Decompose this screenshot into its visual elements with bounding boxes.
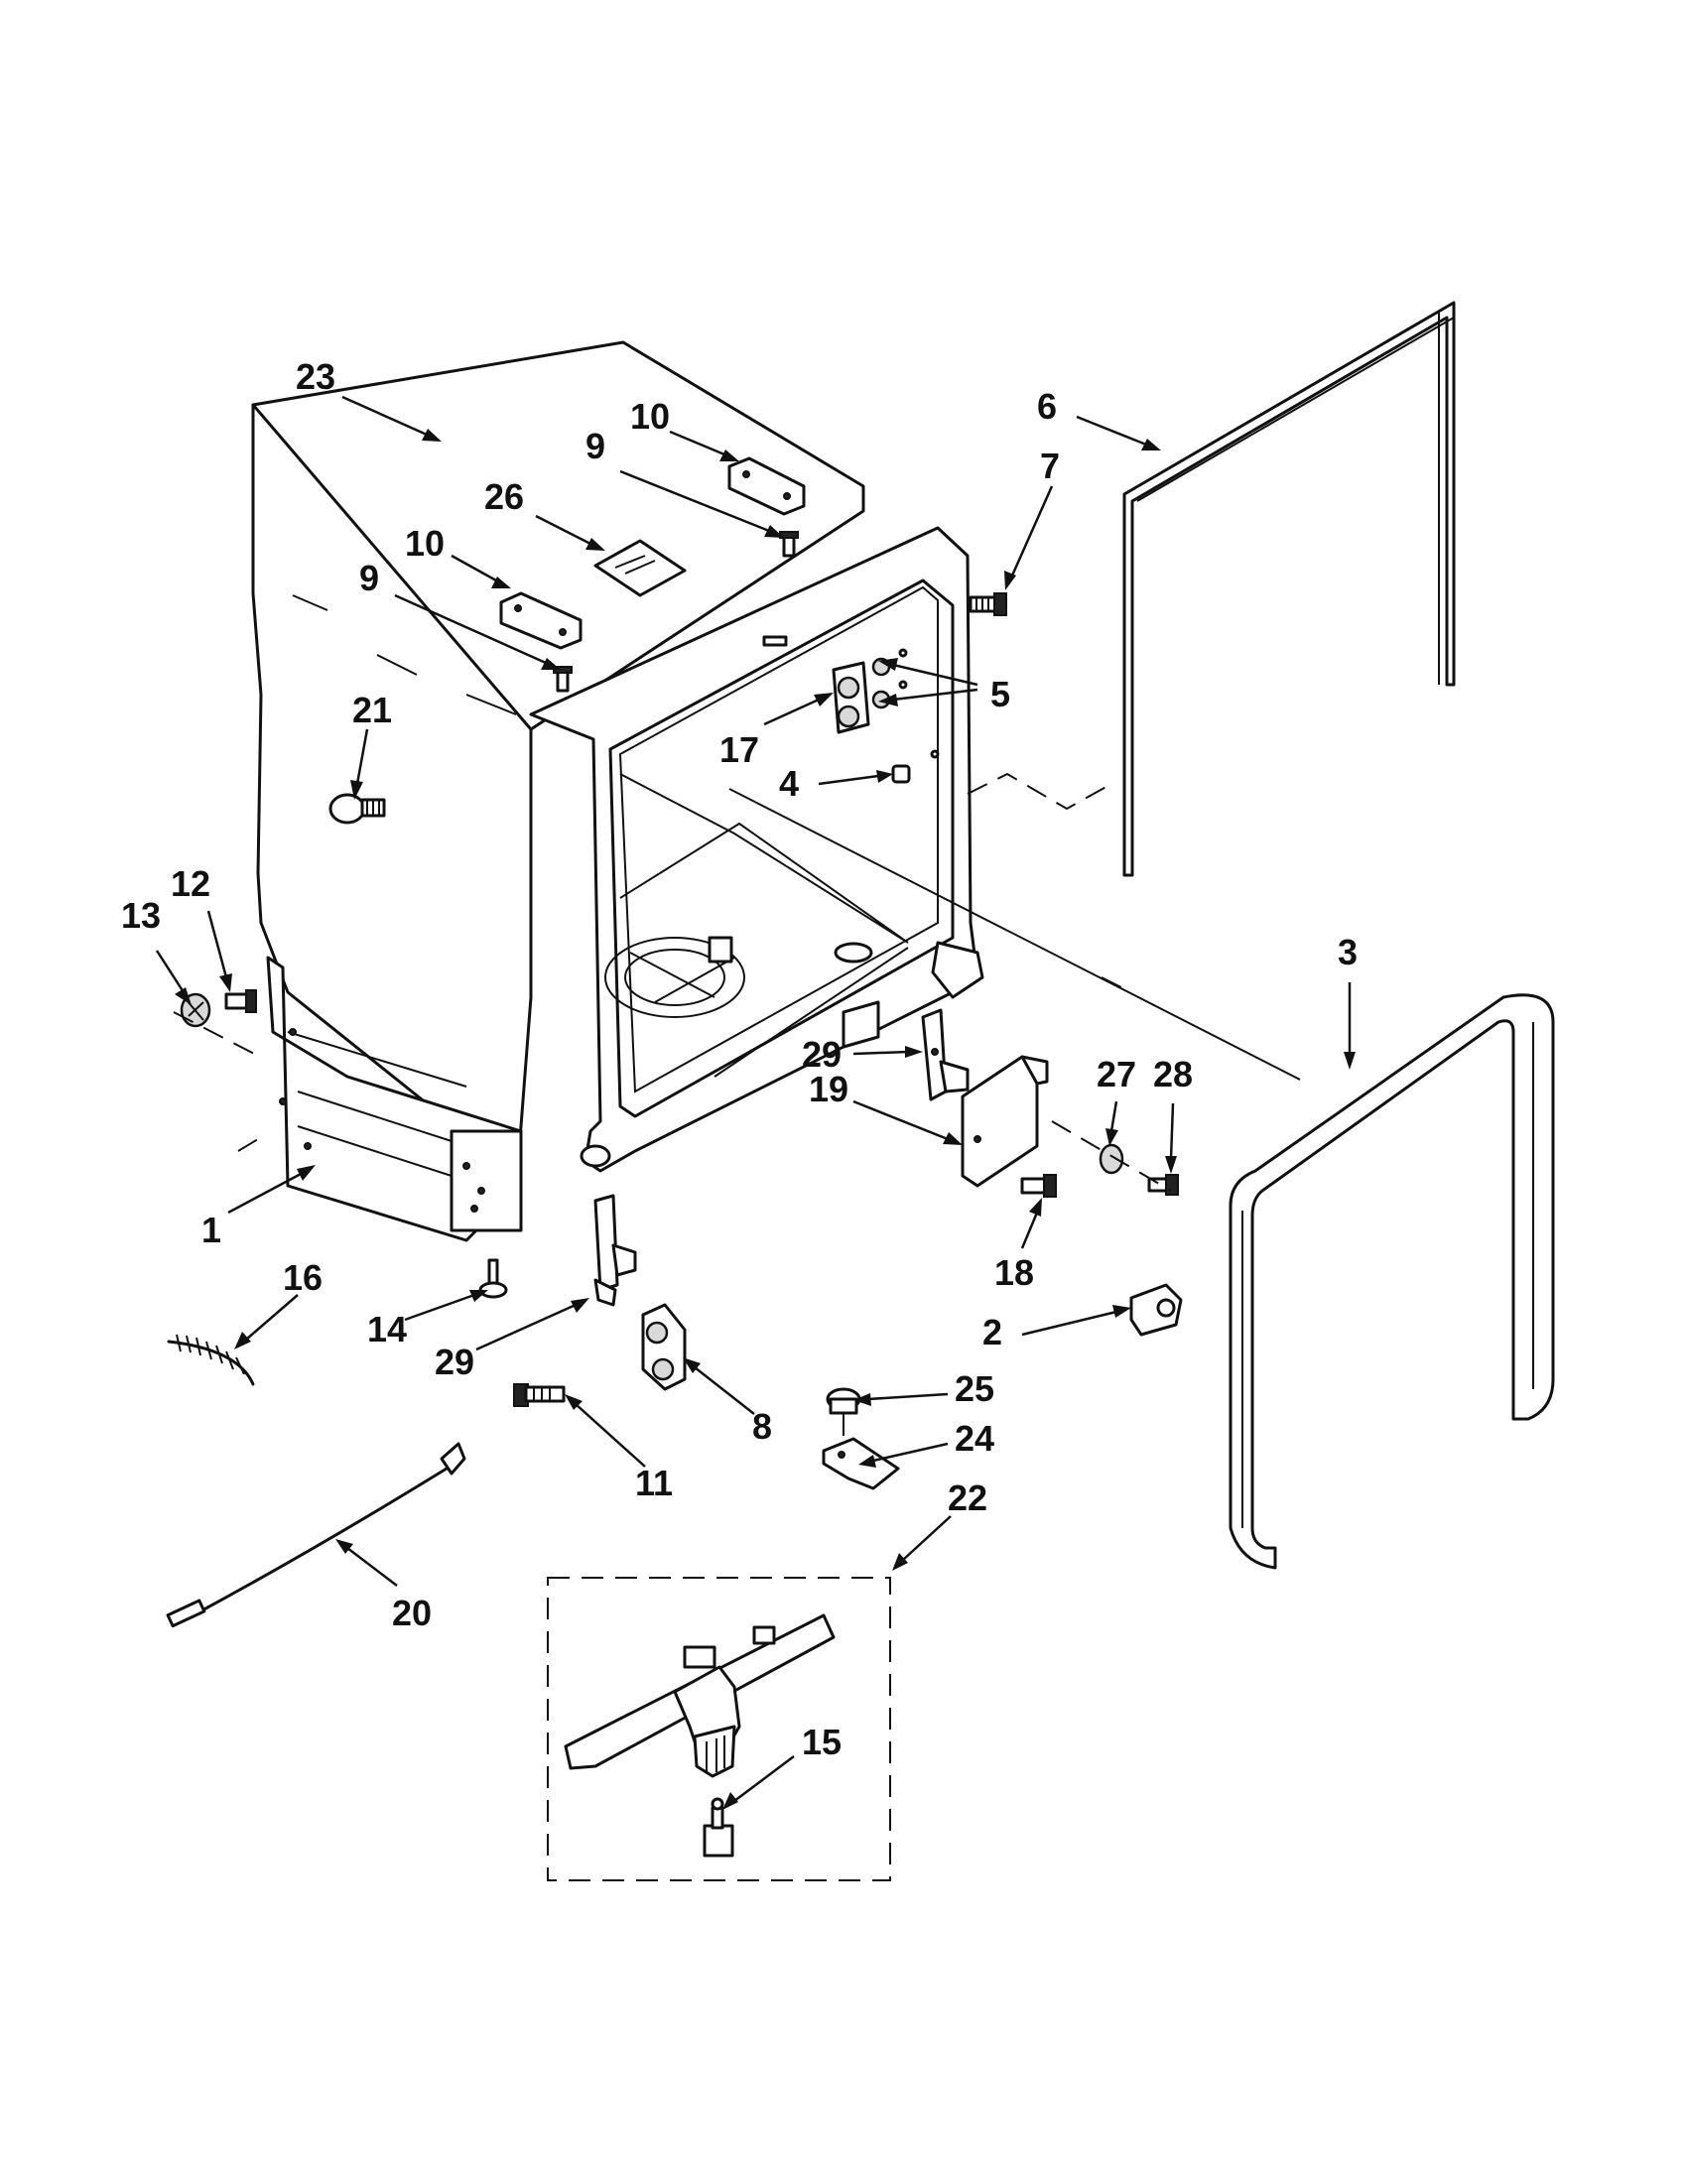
callout-18: 18 bbox=[994, 1252, 1034, 1293]
callout-15: 15 bbox=[802, 1722, 842, 1762]
guide-line bbox=[1101, 976, 1132, 993]
guide-line bbox=[1051, 1120, 1172, 1192]
screw-cover bbox=[1020, 1174, 1057, 1198]
door-spring bbox=[167, 1334, 255, 1386]
guide-line bbox=[728, 788, 1301, 1081]
thermostat bbox=[826, 1387, 861, 1444]
screw-upper bbox=[779, 531, 799, 558]
top-gasket bbox=[1122, 301, 1456, 877]
leaders bbox=[155, 395, 1356, 1810]
callout-13: 13 bbox=[121, 895, 161, 936]
callout-22: 22 bbox=[948, 1477, 987, 1518]
callout-27: 27 bbox=[1097, 1054, 1136, 1094]
callout-12: 12 bbox=[171, 863, 210, 904]
callout-21: 21 bbox=[352, 690, 392, 730]
junction-box-cover bbox=[961, 1055, 1049, 1188]
mounting-bracket-left bbox=[593, 1194, 637, 1307]
callout-28: 28 bbox=[1153, 1054, 1193, 1094]
bolt bbox=[513, 1383, 566, 1407]
side-gasket bbox=[1229, 993, 1555, 1570]
washer bbox=[1099, 1143, 1124, 1175]
callout-9-upper: 9 bbox=[585, 426, 605, 466]
roller-bracket bbox=[832, 661, 870, 734]
callout-10-upper: 10 bbox=[630, 396, 670, 437]
hinge-bracket-upper bbox=[727, 456, 806, 516]
ground-wire bbox=[166, 1442, 466, 1628]
callout-labels: 23 10 9 26 10 9 21 6 7 5 17 4 13 12 3 27… bbox=[121, 356, 1358, 1762]
callout-16: 16 bbox=[283, 1257, 323, 1298]
callout-14: 14 bbox=[367, 1309, 407, 1349]
callout-9-lower: 9 bbox=[359, 558, 379, 598]
callout-1: 1 bbox=[201, 1210, 221, 1250]
callout-29-upper: 29 bbox=[802, 1034, 842, 1075]
callout-19: 19 bbox=[809, 1069, 848, 1109]
callout-25: 25 bbox=[955, 1368, 994, 1409]
screw-junction bbox=[1147, 1174, 1179, 1196]
callout-10-lower: 10 bbox=[405, 523, 445, 564]
callout-23: 23 bbox=[296, 356, 335, 397]
screw-lower bbox=[553, 666, 573, 693]
callout-24: 24 bbox=[955, 1418, 994, 1459]
mounting-bracket-right bbox=[921, 1008, 970, 1101]
callout-8: 8 bbox=[752, 1406, 772, 1447]
plug-bolt bbox=[328, 793, 386, 825]
callout-5: 5 bbox=[990, 674, 1010, 714]
guide-line bbox=[237, 1135, 264, 1152]
fill-assembly-box bbox=[547, 1577, 891, 1881]
callout-2: 2 bbox=[982, 1312, 1002, 1352]
float-switch bbox=[703, 1797, 734, 1858]
tub-assembly bbox=[251, 340, 984, 1242]
leveling-leg bbox=[478, 1258, 508, 1299]
guide-line bbox=[967, 772, 1112, 811]
callout-26: 26 bbox=[484, 476, 524, 517]
top-plate bbox=[593, 539, 687, 597]
screw-side bbox=[969, 592, 1007, 616]
callout-11: 11 bbox=[635, 1463, 673, 1503]
callout-29-lower: 29 bbox=[435, 1342, 474, 1382]
leveling-screw bbox=[224, 989, 257, 1013]
wire-clip bbox=[1129, 1283, 1183, 1337]
callout-20: 20 bbox=[392, 1593, 432, 1633]
callout-17: 17 bbox=[719, 729, 759, 770]
hinge-bracket-lower bbox=[499, 591, 583, 650]
guide-line bbox=[173, 1011, 261, 1058]
door-roller bbox=[641, 1303, 687, 1391]
callout-7: 7 bbox=[1040, 446, 1060, 486]
plug bbox=[891, 749, 940, 784]
callout-3: 3 bbox=[1338, 932, 1358, 972]
callout-6: 6 bbox=[1037, 386, 1057, 427]
callout-4: 4 bbox=[779, 763, 799, 804]
